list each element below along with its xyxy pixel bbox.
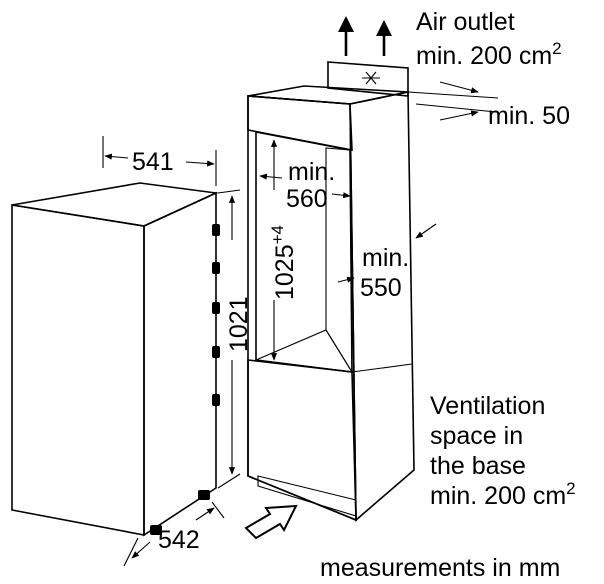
units-note: measurements in mm [320, 554, 560, 582]
ventilation-inlet-arrow [244, 504, 298, 540]
dimension-541-label: 541 [132, 148, 174, 176]
min-50-label: min. 50 [488, 102, 570, 130]
height-1025-label: 1025+4 [268, 225, 299, 300]
dimension-min-50 [407, 81, 499, 121]
ventilation-label-line1: Ventilation [430, 392, 545, 420]
dimension-1021 [217, 189, 241, 489]
dimension-min-550 [337, 223, 437, 283]
min-560-label-line1: min. [288, 158, 335, 186]
dimension-min-560 [259, 173, 351, 199]
cabinet-niche [247, 85, 415, 522]
dimension-541 [102, 136, 217, 186]
min-560-label-line2: 560 [286, 185, 328, 213]
ventilation-label-line2: space in [430, 422, 523, 450]
air-outlet-label-line1: Air outlet [416, 8, 515, 36]
air-outlet-label-line2: min. 200 cm2 [416, 39, 562, 70]
fridge-appliance [11, 182, 220, 537]
dimension-542-label: 542 [158, 526, 200, 554]
dimension-542 [123, 501, 225, 567]
min-550-label-line2: 550 [360, 274, 402, 302]
ventilation-label-line4: min. 200 cm2 [430, 479, 576, 510]
fridge-feet [150, 490, 210, 535]
ventilation-label-line3: the base [430, 452, 526, 480]
air-outlet-arrows [338, 16, 392, 56]
min-550-label-line1: min. [362, 244, 409, 272]
air-outlet-grille [327, 61, 409, 97]
fridge-hinges [212, 224, 220, 406]
